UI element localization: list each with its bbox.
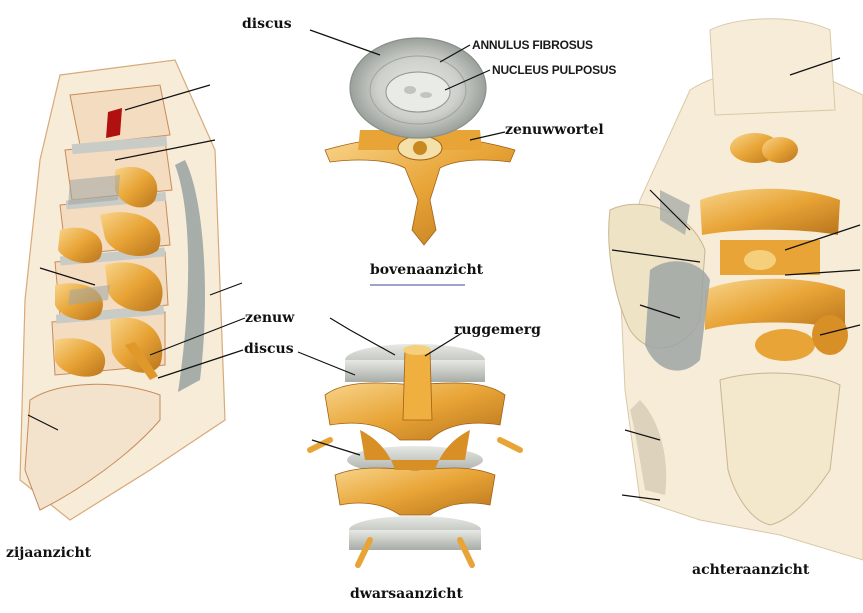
- label-discus-top: discus: [242, 16, 292, 32]
- label-discus-mid: discus: [244, 341, 294, 357]
- label-annulus-fibrosus: ANNULUS FIBROSUS: [472, 38, 593, 52]
- label-zenuwwortel: zenuwwortel: [505, 122, 604, 138]
- label-dwarsaanzicht: dwarsaanzicht: [350, 586, 463, 602]
- label-zijaanzicht: zijaanzicht: [6, 545, 91, 561]
- label-zenuw: zenuw: [245, 310, 294, 326]
- label-nucleus-pulposus: NUCLEUS PULPOSUS: [492, 63, 616, 77]
- cross-view-illustration: [298, 318, 520, 565]
- back-view-illustration: [609, 19, 863, 560]
- side-view-illustration: [20, 60, 245, 520]
- top-view-illustration: [310, 30, 515, 285]
- label-ruggemerg: ruggemerg: [454, 322, 541, 338]
- label-bovenaanzicht: bovenaanzicht: [370, 262, 483, 278]
- label-achteraanzicht: achteraanzicht: [692, 562, 809, 578]
